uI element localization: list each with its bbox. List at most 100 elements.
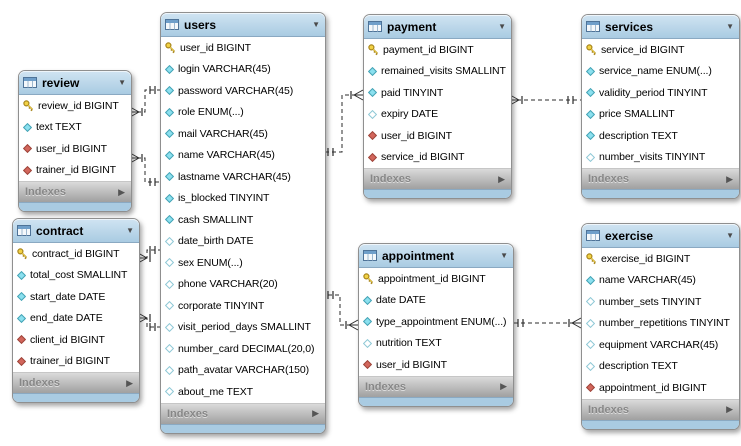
column-row-payment-5[interactable]: service_id BIGINT	[364, 146, 511, 168]
not-null-diamond-icon	[165, 193, 174, 203]
relationship-contract_users_a[interactable]	[137, 246, 160, 264]
column-row-exercise-6[interactable]: appointment_id BIGINT	[582, 377, 739, 399]
column-row-appointment-1[interactable]: date DATE	[359, 289, 513, 311]
expand-arrow-icon[interactable]: ▶	[312, 408, 319, 418]
relationship-review_users_b[interactable]	[129, 152, 160, 186]
column-row-users-12[interactable]: corporate TINYINT	[161, 295, 325, 317]
column-row-users-0[interactable]: user_id BIGINT	[161, 37, 325, 59]
expand-arrow-icon[interactable]: ▶	[126, 377, 133, 388]
column-row-users-8[interactable]: cash SMALLINT	[161, 209, 325, 231]
collapse-caret-icon[interactable]: ▼	[312, 19, 320, 29]
relationship-review_users_a[interactable]	[129, 86, 160, 118]
column-row-contract-5[interactable]: trainer_id BIGINT	[13, 350, 139, 372]
not-null-diamond-icon	[586, 109, 595, 119]
column-row-exercise-2[interactable]: number_sets TINYINT	[582, 291, 739, 313]
table-icon	[23, 77, 37, 88]
column-row-users-11[interactable]: phone VARCHAR(20)	[161, 273, 325, 295]
column-row-contract-0[interactable]: contract_id BIGINT	[13, 243, 139, 265]
collapse-caret-icon[interactable]: ▼	[500, 250, 508, 260]
column-row-contract-4[interactable]: client_id BIGINT	[13, 329, 139, 351]
column-row-users-6[interactable]: lastname VARCHAR(45)	[161, 166, 325, 188]
column-row-review-3[interactable]: trainer_id BIGINT	[19, 159, 131, 181]
table-header-appointment[interactable]: appointment▼	[359, 244, 513, 268]
column-row-services-0[interactable]: service_id BIGINT	[582, 39, 739, 61]
column-row-review-2[interactable]: user_id BIGINT	[19, 138, 131, 160]
column-row-contract-1[interactable]: total_cost SMALLINT	[13, 264, 139, 286]
relationship-payment_services[interactable]	[509, 94, 581, 106]
column-row-exercise-4[interactable]: equipment VARCHAR(45)	[582, 334, 739, 356]
column-row-users-14[interactable]: number_card DECIMAL(20,0)	[161, 338, 325, 360]
column-row-users-5[interactable]: name VARCHAR(45)	[161, 144, 325, 166]
column-row-exercise-3[interactable]: number_repetitions TINYINT	[582, 312, 739, 334]
not-null-diamond-icon	[165, 64, 174, 74]
column-row-payment-3[interactable]: expiry DATE	[364, 103, 511, 125]
relationship-payment_users[interactable]	[324, 89, 364, 156]
column-row-payment-2[interactable]: paid TINYINT	[364, 82, 511, 104]
table-header-exercise[interactable]: exercise▼	[582, 224, 739, 248]
table-header-payment[interactable]: payment▼	[364, 15, 511, 39]
column-row-users-3[interactable]: role ENUM(...)	[161, 101, 325, 123]
column-row-appointment-4[interactable]: user_id BIGINT	[359, 354, 513, 376]
column-row-users-13[interactable]: visit_period_days SMALLINT	[161, 316, 325, 338]
indexes-bar-users[interactable]: Indexes▶	[161, 402, 325, 424]
column-row-exercise-1[interactable]: name VARCHAR(45)	[582, 269, 739, 291]
collapse-caret-icon[interactable]: ▼	[726, 230, 734, 240]
expand-arrow-icon[interactable]: ▶	[726, 173, 733, 184]
column-row-appointment-3[interactable]: nutrition TEXT	[359, 332, 513, 354]
expand-arrow-icon[interactable]: ▶	[118, 186, 125, 197]
column-row-users-9[interactable]: date_birth DATE	[161, 230, 325, 252]
collapse-caret-icon[interactable]: ▼	[118, 77, 126, 87]
column-row-users-1[interactable]: login VARCHAR(45)	[161, 58, 325, 80]
column-row-users-15[interactable]: path_avatar VARCHAR(150)	[161, 359, 325, 381]
column-row-appointment-0[interactable]: appointment_id BIGINT	[359, 268, 513, 290]
relationship-contract_users_b[interactable]	[137, 312, 160, 331]
column-row-users-16[interactable]: about_me TEXT	[161, 381, 325, 403]
column-row-services-3[interactable]: price SMALLINT	[582, 103, 739, 125]
column-row-exercise-0[interactable]: exercise_id BIGINT	[582, 248, 739, 270]
table-header-contract[interactable]: contract▼	[13, 219, 139, 243]
column-row-users-7[interactable]: is_blocked TINYINT	[161, 187, 325, 209]
column-row-review-0[interactable]: review_id BIGINT	[19, 95, 131, 117]
indexes-bar-payment[interactable]: Indexes▶	[364, 168, 511, 189]
expand-arrow-icon[interactable]: ▶	[726, 404, 733, 414]
indexes-bar-contract[interactable]: Indexes▶	[13, 372, 139, 393]
indexes-bar-review[interactable]: Indexes▶	[19, 181, 131, 202]
indexes-bar-services[interactable]: Indexes▶	[582, 168, 739, 189]
column-row-users-10[interactable]: sex ENUM(...)	[161, 252, 325, 274]
indexes-bar-exercise[interactable]: Indexes▶	[582, 398, 739, 420]
column-row-users-4[interactable]: mail VARCHAR(45)	[161, 123, 325, 145]
column-row-services-5[interactable]: number_visits TINYINT	[582, 146, 739, 168]
column-row-review-1[interactable]: text TEXT	[19, 116, 131, 138]
column-row-contract-3[interactable]: end_date DATE	[13, 307, 139, 329]
expand-arrow-icon[interactable]: ▶	[498, 173, 505, 184]
column-row-services-1[interactable]: service_name ENUM(...)	[582, 60, 739, 82]
column-row-appointment-2[interactable]: type_appointment ENUM(...)	[359, 311, 513, 333]
column-row-services-2[interactable]: validity_period TINYINT	[582, 82, 739, 104]
not-null-diamond-icon	[368, 66, 377, 76]
column-row-exercise-5[interactable]: description TEXT	[582, 355, 739, 377]
collapse-caret-icon[interactable]: ▼	[726, 21, 734, 31]
collapse-caret-icon[interactable]: ▼	[498, 21, 506, 31]
relationship-appointment_users[interactable]	[324, 291, 359, 331]
nullable-diamond-icon	[165, 301, 174, 311]
column-row-payment-0[interactable]: payment_id BIGINT	[364, 39, 511, 61]
column-row-users-2[interactable]: password VARCHAR(45)	[161, 80, 325, 102]
column-row-contract-2[interactable]: start_date DATE	[13, 286, 139, 308]
indexes-bar-appointment[interactable]: Indexes▶	[359, 375, 513, 397]
column-row-payment-4[interactable]: user_id BIGINT	[364, 125, 511, 147]
table-header-services[interactable]: services▼	[582, 15, 739, 39]
table-header-review[interactable]: review▼	[19, 71, 131, 95]
collapse-caret-icon[interactable]: ▼	[126, 225, 134, 235]
expand-arrow-icon[interactable]: ▶	[500, 381, 507, 391]
column-row-payment-1[interactable]: remained_visits SMALLINT	[364, 60, 511, 82]
column-row-services-4[interactable]: description TEXT	[582, 125, 739, 147]
table-header-users[interactable]: users▼	[161, 13, 325, 37]
relationship-exercise_appointment[interactable]	[512, 317, 582, 329]
